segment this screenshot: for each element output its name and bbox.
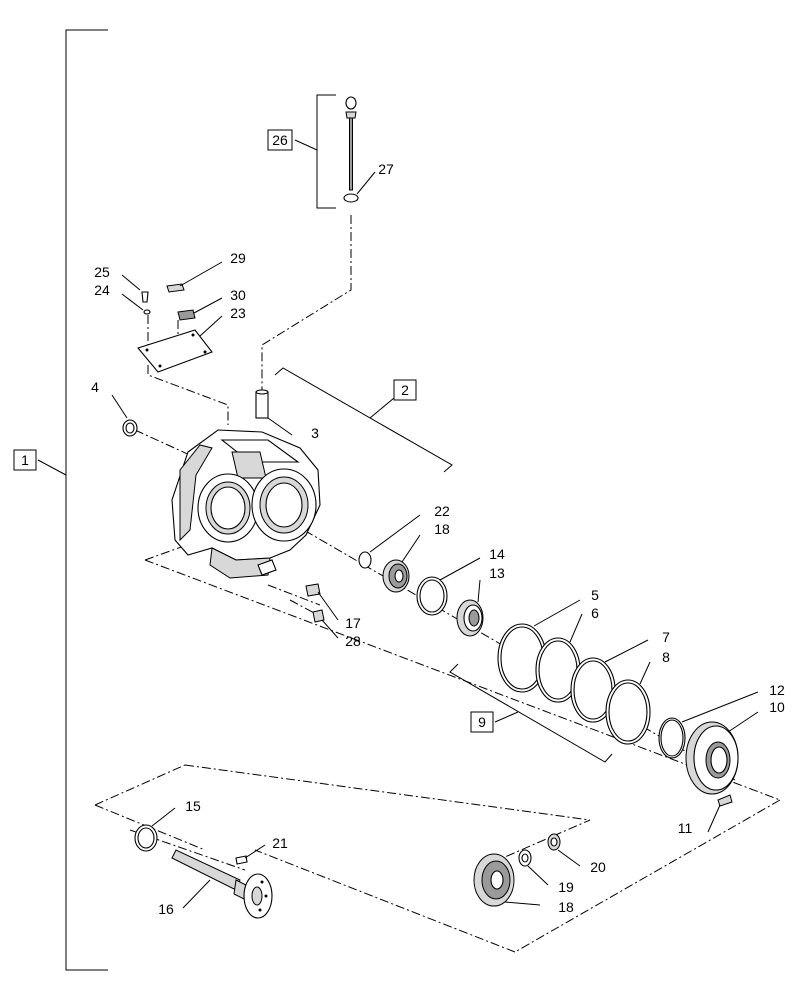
callout-box-26 bbox=[267, 129, 293, 151]
ring-15: 15 bbox=[134, 798, 201, 852]
callout-box-2 bbox=[393, 379, 417, 401]
callout-9: 9 bbox=[478, 714, 486, 730]
assembly-bracket-1: 1 bbox=[13, 29, 108, 971]
callout-29: 29 bbox=[230, 250, 246, 266]
cover-plate-group: 25 24 29 30 23 bbox=[94, 250, 246, 373]
callout-20: 20 bbox=[590, 859, 606, 875]
callout-25: 25 bbox=[94, 264, 110, 280]
dipstick-group: 26 27 bbox=[267, 94, 394, 209]
callout-30: 30 bbox=[230, 287, 246, 303]
callout-27: 27 bbox=[378, 161, 394, 177]
callout-18a: 18 bbox=[434, 521, 450, 537]
callout-17: 17 bbox=[345, 615, 361, 631]
gear-18-upper: 18 bbox=[382, 521, 450, 593]
assembly-bracket-2: 2 bbox=[274, 367, 453, 473]
callout-21: 21 bbox=[272, 835, 288, 851]
dipstick-part bbox=[345, 96, 357, 191]
callout-26: 26 bbox=[272, 132, 288, 148]
fitting-17: 17 bbox=[305, 583, 361, 631]
callout-12: 12 bbox=[769, 682, 785, 698]
breather-pin-3: 3 bbox=[255, 389, 319, 441]
decal-30 bbox=[177, 309, 196, 321]
callout-8: 8 bbox=[662, 649, 670, 665]
bolt-25 bbox=[141, 291, 149, 303]
callout-13: 13 bbox=[489, 565, 505, 581]
washer-24 bbox=[143, 309, 151, 315]
assembly-bracket-9: 9 bbox=[449, 663, 613, 763]
callout-11: 11 bbox=[678, 820, 693, 836]
ring-20: 20 bbox=[547, 833, 606, 875]
callout-14: 14 bbox=[489, 546, 505, 562]
snap-ring-22: 22 bbox=[358, 503, 450, 569]
callout-15: 15 bbox=[185, 798, 201, 814]
callout-18b: 18 bbox=[558, 899, 574, 915]
callout-3: 3 bbox=[311, 425, 319, 441]
shim-7: 7 bbox=[570, 629, 670, 723]
ring-14: 14 bbox=[416, 546, 505, 616]
callout-24: 24 bbox=[94, 282, 110, 298]
callout-5: 5 bbox=[591, 587, 599, 603]
shim-5: 5 bbox=[497, 587, 599, 693]
shim-8: 8 bbox=[605, 649, 670, 745]
callout-7: 7 bbox=[662, 629, 670, 645]
callout-box-1 bbox=[13, 449, 37, 471]
oring-12: 12 bbox=[658, 682, 785, 759]
callout-23: 23 bbox=[230, 305, 246, 321]
shim-6: 6 bbox=[535, 605, 599, 703]
callout-22: 22 bbox=[434, 503, 450, 519]
dipstick-oring bbox=[343, 193, 359, 203]
callout-box-9 bbox=[470, 711, 494, 733]
callout-28: 28 bbox=[345, 633, 361, 649]
callout-10: 10 bbox=[769, 699, 785, 715]
callout-2: 2 bbox=[401, 382, 409, 398]
axle-shaft-16: 16 bbox=[158, 849, 273, 919]
callout-19: 19 bbox=[558, 879, 574, 895]
axle-housing bbox=[171, 429, 321, 579]
callout-1: 1 bbox=[21, 452, 29, 468]
bolt-11: 11 bbox=[678, 794, 733, 836]
callout-6: 6 bbox=[591, 605, 599, 621]
decal-29 bbox=[166, 283, 185, 293]
callout-16: 16 bbox=[158, 901, 174, 917]
ring-4: 4 bbox=[91, 379, 138, 437]
gear-18-lower: 18 bbox=[473, 853, 574, 915]
plug-28: 28 bbox=[312, 609, 361, 649]
bearing-cap-10: 10 bbox=[685, 699, 785, 795]
washer-19: 19 bbox=[518, 849, 574, 895]
cover-plate-23 bbox=[137, 329, 213, 373]
callout-4: 4 bbox=[91, 379, 99, 395]
bearing-13: 13 bbox=[456, 565, 505, 637]
pin-21: 21 bbox=[235, 835, 288, 865]
